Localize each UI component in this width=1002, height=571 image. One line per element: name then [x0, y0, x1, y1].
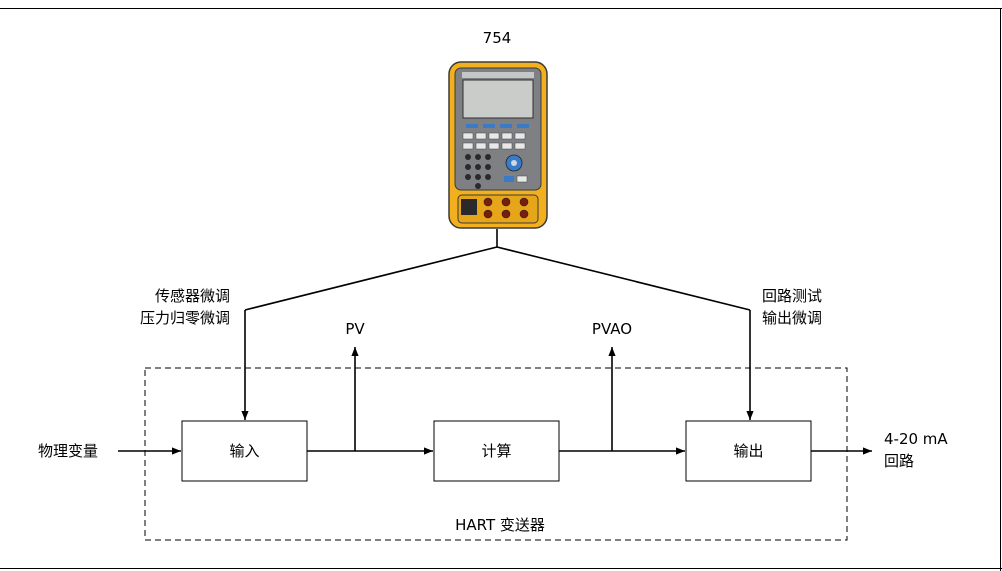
output-block [685, 420, 812, 482]
output-trim-label: 输出微调 [762, 309, 823, 327]
compute-block [433, 420, 560, 482]
output-signal-label: 4-20 mA [884, 430, 948, 448]
frame-top-border [0, 8, 1002, 9]
sensor-trim-label: 传感器微调 [154, 287, 230, 305]
device-model-label: 754 [482, 29, 512, 47]
input-block-label: 输入 [229, 442, 260, 460]
transmitter-boundary [144, 367, 848, 541]
transmitter-label: HART 变送器 [455, 516, 545, 534]
frame-right-border [1000, 8, 1001, 571]
signal-flow-arrows [118, 347, 872, 455]
frame-bottom-border [0, 568, 1002, 569]
loop-test-label: 回路测试 [762, 287, 823, 305]
device-connection-lines [241, 229, 754, 420]
pvao-label: PVAO [591, 320, 633, 338]
pv-label: PV [345, 320, 365, 338]
compute-block-label: 计算 [481, 442, 512, 460]
input-block [181, 420, 308, 482]
output-block-label: 输出 [733, 442, 764, 460]
loop-label: 回路 [884, 452, 915, 470]
pressure-zero-trim-label: 压力归零微调 [139, 309, 230, 327]
fluke-754-device-image [448, 61, 548, 229]
physical-variable-label: 物理变量 [38, 442, 99, 460]
